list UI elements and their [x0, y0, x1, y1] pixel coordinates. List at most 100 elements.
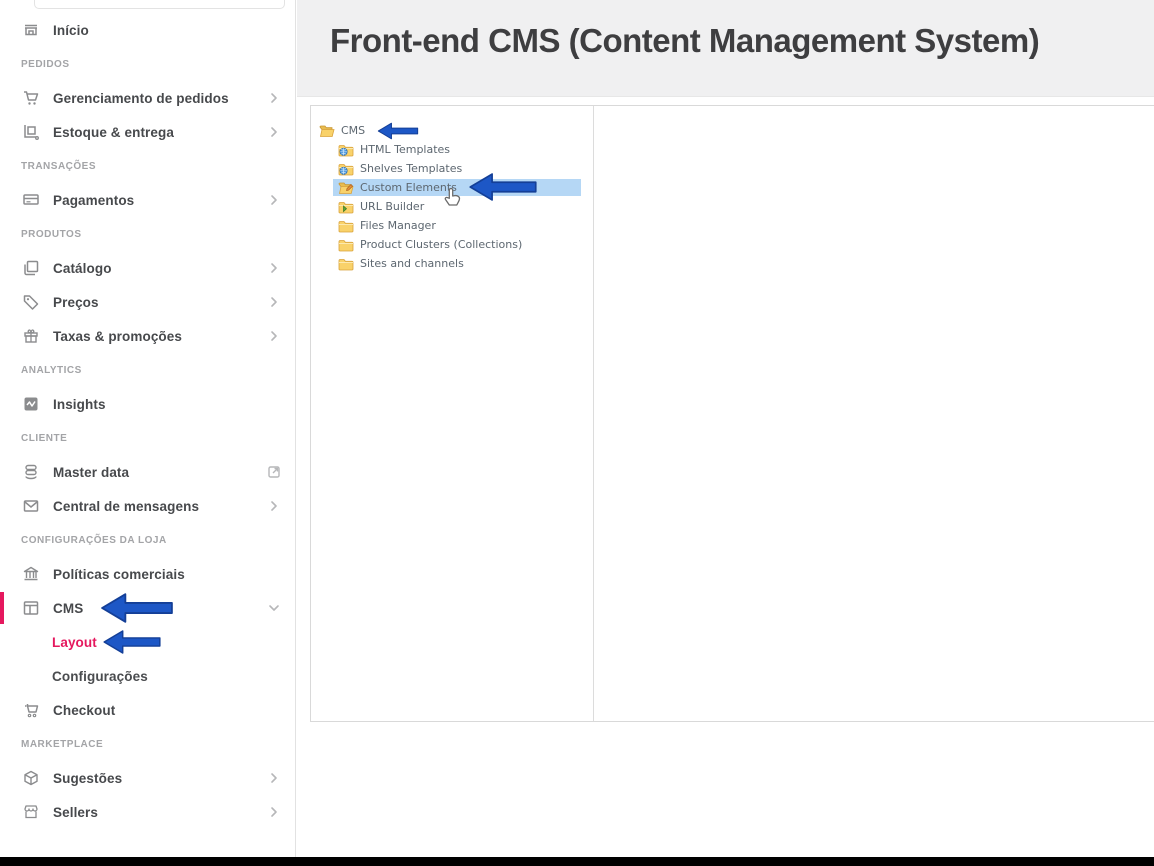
sidebar-item-label: Pagamentos: [53, 192, 135, 208]
sidebar-item-label: Checkout: [53, 702, 116, 718]
hand-pointer-cursor-icon: [441, 186, 465, 210]
chevron-right-icon: [267, 805, 281, 819]
folder-open-icon: [319, 124, 335, 138]
folder-globe-icon: [338, 162, 354, 176]
folder-icon: [338, 257, 354, 271]
sidebar-item-master-data[interactable]: Master data: [0, 455, 295, 489]
folder-edit-icon: [338, 181, 354, 195]
tree-item-files-manager[interactable]: Files Manager: [311, 216, 593, 235]
sidebar-section-produtos: PRODUTOS: [0, 217, 295, 251]
database-icon: [22, 463, 40, 481]
sidebar-section-analytics: ANALYTICS: [0, 353, 295, 387]
sidebar-item-cms[interactable]: CMS: [0, 591, 295, 625]
chevron-right-icon: [267, 91, 281, 105]
section-label: ANALYTICS: [21, 364, 82, 376]
sidebar-section-marketplace: MARKETPLACE: [0, 727, 295, 761]
tree-item-label: Product Clusters (Collections): [360, 238, 523, 251]
tree-item-label: Files Manager: [360, 219, 436, 232]
tree-item-sites-and-channels[interactable]: Sites and channels: [311, 254, 593, 273]
tree-item-label: CMS: [341, 124, 366, 137]
sidebar-subitem-layout[interactable]: Layout: [0, 625, 295, 659]
cms-folder-tree: CMS HTML Templates Shelves Templates Cus…: [311, 106, 594, 721]
sidebar-item-label: Políticas comerciais: [53, 566, 185, 582]
sidebar-section-configuracoes-da-loja: CONFIGURAÇÕES DA LOJA: [0, 523, 295, 557]
sidebar-item-label: Central de mensagens: [53, 498, 200, 514]
sidebar-item-checkout[interactable]: Checkout: [0, 693, 295, 727]
chevron-down-icon: [267, 601, 281, 615]
card-icon: [22, 191, 40, 209]
page-header: Front-end CMS (Content Management System…: [297, 0, 1154, 97]
sidebar-item-label: Gerenciamento de pedidos: [53, 90, 229, 106]
envelope-icon: [22, 497, 40, 515]
chevron-right-icon: [267, 499, 281, 513]
sidebar-item-pagamentos[interactable]: Pagamentos: [0, 183, 295, 217]
sidebar-item-label: Sugestões: [53, 770, 123, 786]
sidebar-item-label: Catálogo: [53, 260, 112, 276]
sidebar: Início PEDIDOS Gerenciamento de pedidos …: [0, 0, 296, 857]
section-label: TRANSAÇÕES: [21, 160, 97, 172]
cms-icon: [22, 599, 40, 617]
sidebar-item-sellers[interactable]: Sellers: [0, 795, 295, 829]
sidebar-item-insights[interactable]: Insights: [0, 387, 295, 421]
tree-item-product-clusters[interactable]: Product Clusters (Collections): [311, 235, 593, 254]
sidebar-item-label: Início: [53, 22, 89, 38]
sidebar-item-label: Preços: [53, 294, 99, 310]
sidebar-item-taxas-promocoes[interactable]: Taxas & promoções: [0, 319, 295, 353]
tree-item-url-builder[interactable]: URL Builder: [311, 197, 593, 216]
chevron-right-icon: [267, 125, 281, 139]
folder-plus-icon: [338, 200, 354, 214]
sidebar-section-transacoes: TRANSAÇÕES: [0, 149, 295, 183]
cms-content-pane: [595, 106, 1154, 721]
bottom-letterbox-bar: [0, 857, 1154, 866]
catalog-icon: [22, 259, 40, 277]
logistics-icon: [22, 123, 40, 141]
sidebar-search-input[interactable]: [34, 0, 285, 9]
tag-icon: [22, 293, 40, 311]
sidebar-item-label: Configurações: [52, 668, 148, 684]
sidebar-section-pedidos: PEDIDOS: [0, 47, 295, 81]
tree-item-label: URL Builder: [360, 200, 425, 213]
chevron-right-icon: [267, 329, 281, 343]
sidebar-item-label: Taxas & promoções: [53, 328, 182, 344]
sidebar-item-central-de-mensagens[interactable]: Central de mensagens: [0, 489, 295, 523]
sidebar-item-catalogo[interactable]: Catálogo: [0, 251, 295, 285]
sidebar-subitem-configuracoes[interactable]: Configurações: [0, 659, 295, 693]
main-content: Front-end CMS (Content Management System…: [297, 0, 1154, 857]
sidebar-item-label: CMS: [53, 600, 84, 616]
annotation-arrow-left-icon: [375, 122, 421, 140]
sidebar-section-cliente: CLIENTE: [0, 421, 295, 455]
gift-icon: [22, 327, 40, 345]
section-label: CLIENTE: [21, 432, 68, 444]
sidebar-item-sugestoes[interactable]: Sugestões: [0, 761, 295, 795]
tree-item-shelves-templates[interactable]: Shelves Templates: [311, 159, 593, 178]
external-link-icon: [267, 465, 281, 479]
section-label: PEDIDOS: [21, 58, 70, 70]
sidebar-item-estoque-entrega[interactable]: Estoque & entrega: [0, 115, 295, 149]
sidebar-item-gerenciamento-de-pedidos[interactable]: Gerenciamento de pedidos: [0, 81, 295, 115]
tree-item-cms-root[interactable]: CMS: [311, 121, 593, 140]
folder-icon: [338, 238, 354, 252]
annotation-arrow-left-icon: [103, 629, 161, 655]
insights-icon: [22, 395, 40, 413]
sidebar-item-politicas-comerciais[interactable]: Políticas comerciais: [0, 557, 295, 591]
annotation-arrow-left-icon: [100, 592, 174, 624]
checkout-cart-icon: [22, 701, 40, 719]
folder-globe-icon: [338, 143, 354, 157]
tree-item-label: Custom Elements: [360, 181, 457, 194]
folder-icon: [338, 219, 354, 233]
page-title: Front-end CMS (Content Management System…: [330, 22, 1040, 59]
tree-item-custom-elements[interactable]: Custom Elements: [311, 178, 593, 197]
cube-icon: [22, 769, 40, 787]
cms-panel: CMS HTML Templates Shelves Templates Cus…: [310, 105, 1154, 722]
sidebar-item-inicio[interactable]: Início: [0, 13, 295, 47]
tree-item-html-templates[interactable]: HTML Templates: [311, 140, 593, 159]
chevron-right-icon: [267, 295, 281, 309]
tree-item-label: HTML Templates: [360, 143, 451, 156]
sidebar-item-precos[interactable]: Preços: [0, 285, 295, 319]
section-label: CONFIGURAÇÕES DA LOJA: [21, 534, 167, 546]
sidebar-item-label: Estoque & entrega: [53, 124, 174, 140]
sidebar-item-label: Layout: [52, 634, 97, 650]
chevron-right-icon: [267, 261, 281, 275]
section-label: MARKETPLACE: [21, 738, 104, 750]
